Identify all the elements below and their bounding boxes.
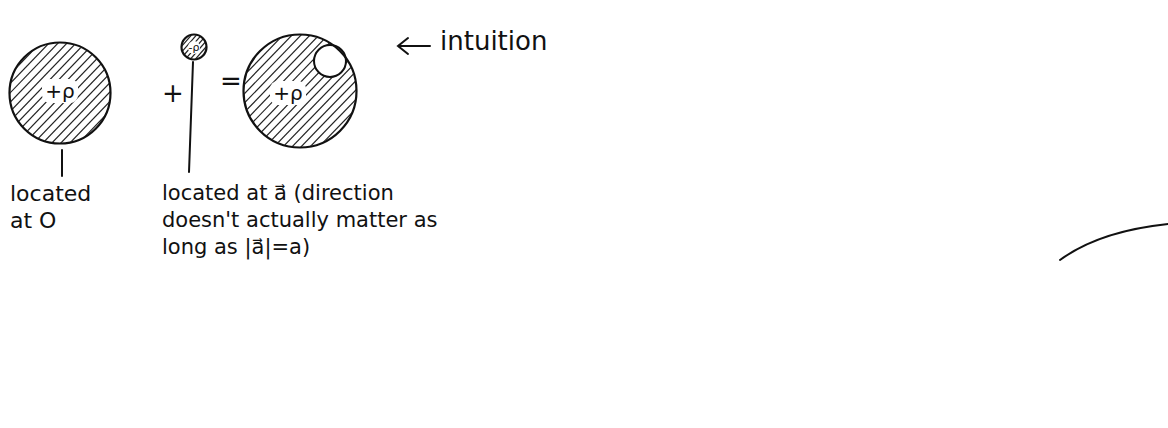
note: located at O bbox=[10, 180, 100, 234]
charge-label: -ρ bbox=[188, 41, 201, 54]
charged-sphere: +ρ bbox=[242, 33, 358, 149]
charge-label: +ρ bbox=[42, 79, 77, 103]
cut-off-curve bbox=[1060, 224, 1168, 260]
equals-sign: = bbox=[220, 68, 242, 95]
note: intuition bbox=[440, 28, 547, 55]
charge-label: +ρ bbox=[270, 81, 305, 105]
leader-line bbox=[189, 62, 193, 172]
leader-line bbox=[61, 150, 63, 176]
plus-sign: + bbox=[162, 80, 184, 107]
pointer-arrow bbox=[398, 38, 430, 54]
note: located at a⃗ (direction doesn't actuall… bbox=[162, 180, 462, 261]
charged-sphere: -ρ bbox=[180, 33, 208, 61]
charged-sphere: +ρ bbox=[8, 41, 112, 145]
